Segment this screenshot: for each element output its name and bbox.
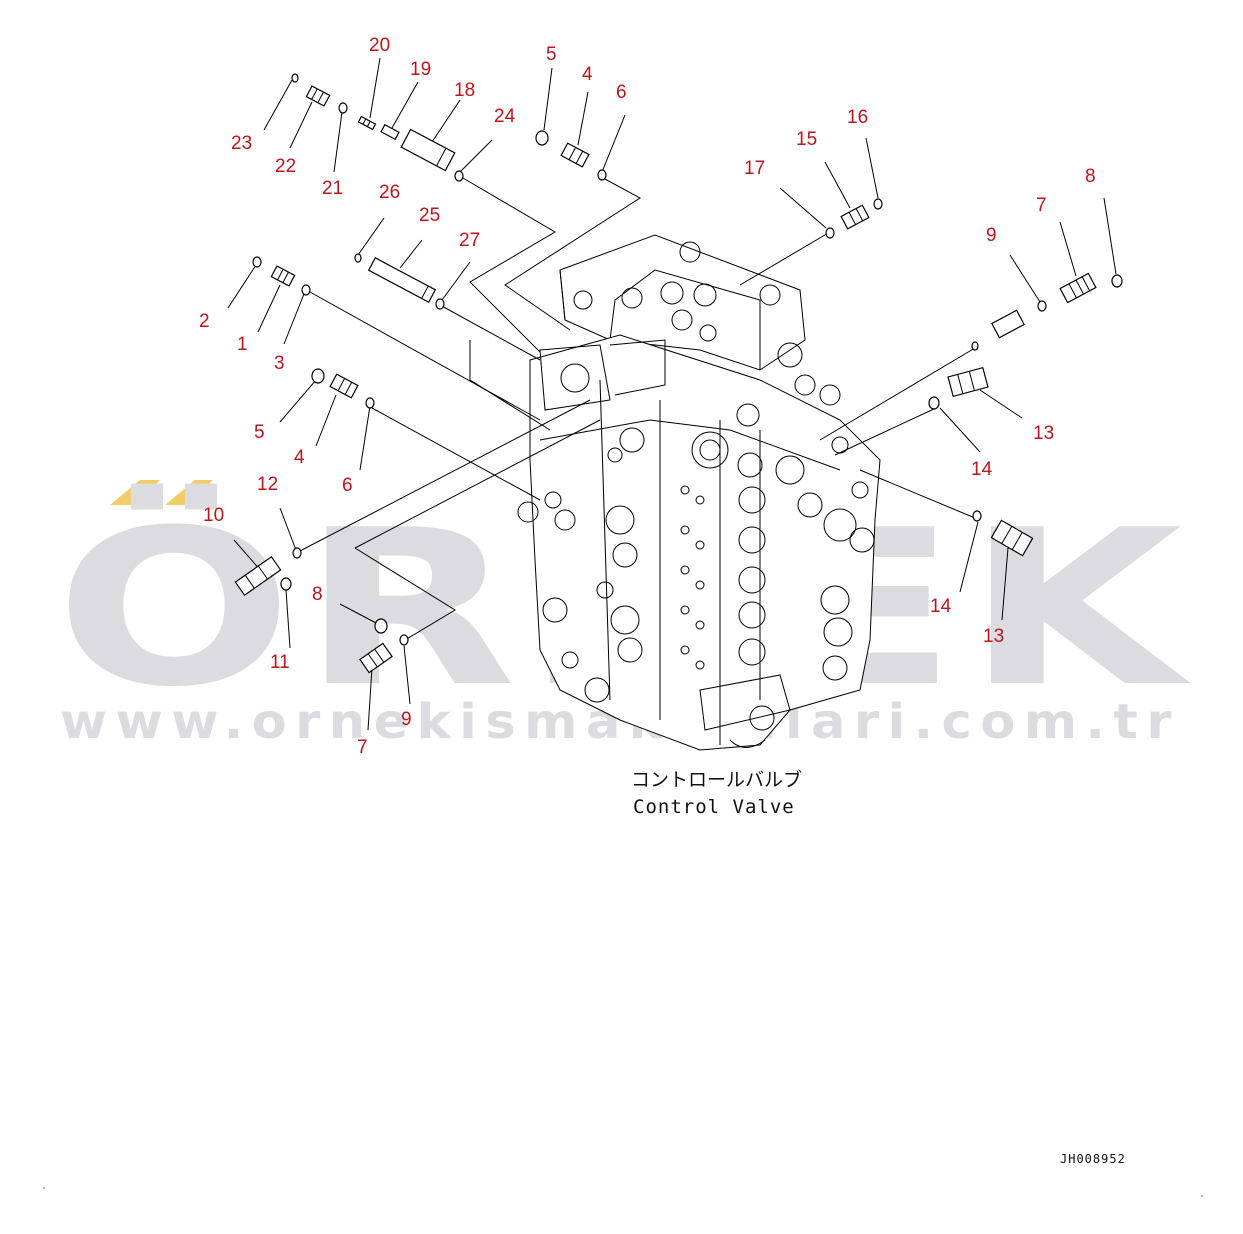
callout-10: 10 bbox=[203, 505, 224, 526]
callout-14-top: 14 bbox=[971, 459, 993, 480]
parts bbox=[234, 73, 1123, 674]
callout-17: 17 bbox=[744, 158, 765, 179]
o-ring-6-top bbox=[597, 169, 607, 181]
caption-japanese: コントロールバルブ bbox=[631, 768, 802, 791]
valve-10 bbox=[234, 555, 282, 597]
callout-4-mid: 4 bbox=[294, 447, 305, 468]
callout-27: 27 bbox=[459, 230, 480, 251]
o-ring-14-top bbox=[928, 396, 940, 410]
callout-7-bottom: 7 bbox=[357, 737, 368, 758]
cartridge-25 bbox=[367, 257, 437, 303]
fitting-7-bottom bbox=[359, 642, 393, 674]
fitting-22 bbox=[305, 85, 331, 107]
o-ring-12 bbox=[292, 547, 302, 559]
o-ring-8-bottom bbox=[374, 618, 388, 634]
callout-25: 25 bbox=[419, 205, 440, 226]
o-ring-23 bbox=[291, 73, 299, 83]
callout-11: 11 bbox=[270, 652, 290, 673]
callout-6-mid: 6 bbox=[342, 475, 353, 496]
o-ring-9-right bbox=[1037, 300, 1047, 312]
o-ring-26 bbox=[354, 253, 362, 263]
callout-2: 2 bbox=[199, 311, 210, 332]
o-ring-8-right bbox=[1111, 274, 1123, 288]
callout-22: 22 bbox=[275, 156, 296, 177]
callout-5-mid: 5 bbox=[254, 422, 265, 443]
callout-16: 16 bbox=[847, 107, 868, 128]
callout-14-bottom: 14 bbox=[930, 596, 952, 617]
sensor-13-bottom bbox=[990, 519, 1034, 557]
drawing-code: JH008952 bbox=[1060, 1152, 1126, 1166]
callout-20: 20 bbox=[369, 35, 390, 56]
cartridge-18 bbox=[400, 128, 456, 172]
callout-8-right: 8 bbox=[1085, 166, 1096, 187]
fitting-4-top bbox=[560, 142, 590, 168]
o-ring-21 bbox=[338, 102, 348, 114]
corner-mark-right bbox=[1201, 1195, 1203, 1197]
corner-mark-left bbox=[43, 1187, 45, 1189]
o-ring-2 bbox=[252, 256, 262, 268]
callout-9-bottom: 9 bbox=[401, 709, 412, 730]
leader-lines bbox=[227, 57, 1117, 731]
callout-13-bottom: 13 bbox=[983, 626, 1004, 647]
spring-20 bbox=[357, 115, 377, 131]
callout-24: 24 bbox=[494, 106, 516, 127]
poppet-19 bbox=[380, 123, 400, 141]
callout-labels: 20 19 18 24 5 4 6 23 22 21 16 15 17 8 7 … bbox=[199, 35, 1096, 758]
watermark-accent-right bbox=[165, 480, 213, 505]
callout-19: 19 bbox=[410, 59, 431, 80]
o-ring-27 bbox=[435, 298, 445, 310]
o-ring-5-top bbox=[535, 130, 549, 146]
callout-1: 1 bbox=[237, 334, 248, 355]
o-ring-near-13 bbox=[971, 341, 979, 351]
o-ring-14-bottom bbox=[972, 510, 982, 522]
callout-8-bottom: 8 bbox=[312, 584, 323, 605]
sleeve-near-9 bbox=[991, 309, 1025, 339]
callout-6-top: 6 bbox=[616, 82, 627, 103]
fitting-1 bbox=[270, 265, 296, 287]
o-ring-3 bbox=[301, 284, 311, 296]
watermark-accent-left bbox=[110, 480, 160, 505]
sensor-13-top bbox=[947, 366, 989, 398]
callout-23: 23 bbox=[231, 133, 252, 154]
control-valve-body bbox=[517, 234, 881, 751]
callout-15: 15 bbox=[796, 129, 817, 150]
o-ring-24 bbox=[454, 170, 464, 182]
callout-13-top: 13 bbox=[1033, 423, 1054, 444]
fitting-7-right bbox=[1059, 272, 1097, 304]
o-ring-16 bbox=[873, 198, 883, 210]
callout-26: 26 bbox=[379, 182, 400, 203]
callout-9-right: 9 bbox=[986, 225, 997, 246]
o-ring-17 bbox=[825, 227, 835, 239]
callout-12: 12 bbox=[257, 474, 278, 495]
fitting-4-mid bbox=[329, 373, 359, 399]
caption-english: Control Valve bbox=[633, 796, 795, 818]
callout-21: 21 bbox=[322, 178, 343, 199]
callout-5-top: 5 bbox=[546, 44, 557, 65]
o-ring-5-mid bbox=[311, 368, 325, 384]
callout-4-top: 4 bbox=[582, 64, 593, 85]
o-ring-11 bbox=[280, 577, 292, 591]
callout-7-right: 7 bbox=[1036, 195, 1047, 216]
o-ring-6-mid bbox=[365, 397, 375, 409]
callout-18: 18 bbox=[454, 80, 475, 101]
fitting-15 bbox=[840, 204, 870, 230]
o-ring-9-bottom bbox=[399, 634, 409, 646]
callout-3: 3 bbox=[274, 353, 285, 374]
